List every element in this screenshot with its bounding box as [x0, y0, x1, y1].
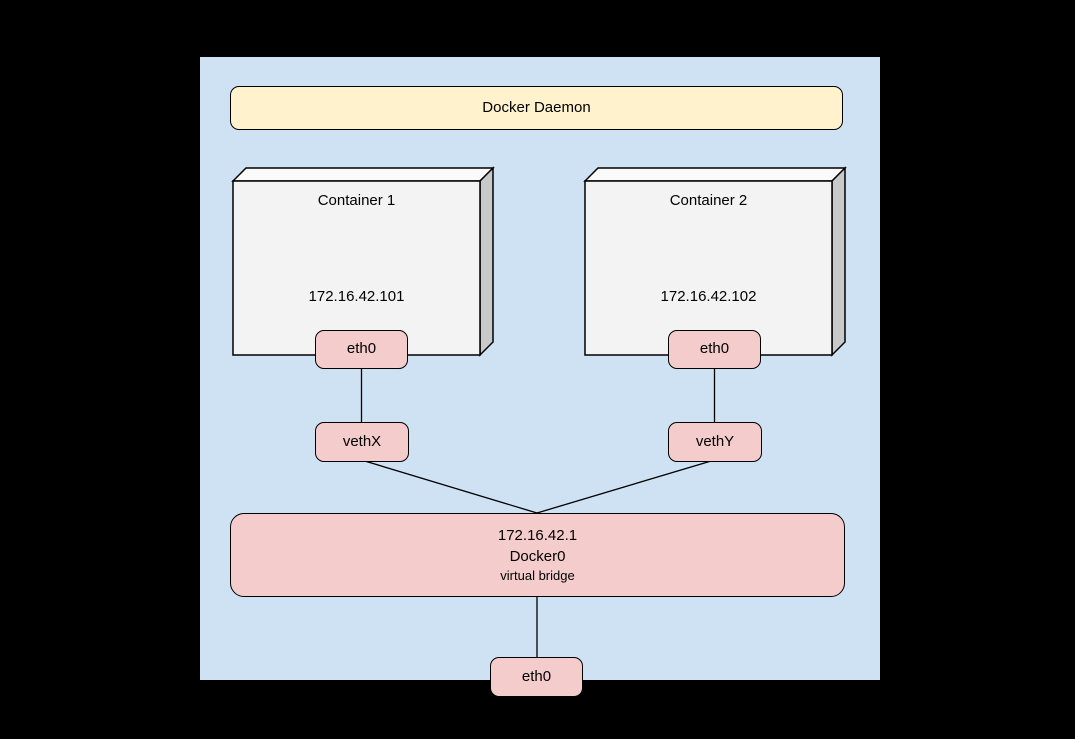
container-1-title: Container 1 [317, 192, 396, 209]
vethy-box: vethY [668, 422, 762, 462]
container-2-eth0-label: eth0 [699, 340, 730, 358]
docker0-bridge-box: 172.16.42.1 Docker0 virtual bridge [230, 513, 845, 597]
container-2-eth0-box: eth0 [668, 330, 761, 369]
container-2-title: Container 2 [669, 192, 748, 209]
bridge-subtitle: virtual bridge [500, 568, 575, 583]
vethx-label: vethX [342, 432, 382, 450]
host-eth0-box: eth0 [490, 657, 583, 697]
bridge-ip: 172.16.42.1 [497, 527, 578, 544]
container-1-ip: 172.16.42.101 [308, 288, 405, 305]
docker-daemon-box: Docker Daemon [230, 86, 843, 130]
docker-daemon-label: Docker Daemon [482, 98, 591, 116]
container-1-eth0-label: eth0 [346, 340, 377, 358]
host-eth0-label: eth0 [521, 667, 552, 685]
vethx-box: vethX [315, 422, 409, 462]
vethy-label: vethY [695, 432, 735, 450]
container-2-ip: 172.16.42.102 [660, 288, 757, 305]
container-1-eth0-box: eth0 [315, 330, 408, 369]
bridge-name: Docker0 [509, 548, 566, 565]
